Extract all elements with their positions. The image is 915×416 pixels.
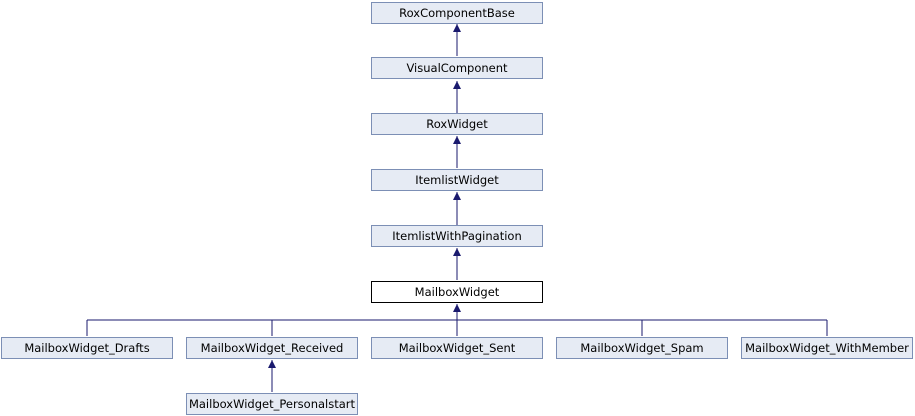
node-roxwidget[interactable]: RoxWidget [371,113,543,135]
node-mailboxwidget-sent[interactable]: MailboxWidget_Sent [371,337,543,359]
node-mailboxwidget-drafts[interactable]: MailboxWidget_Drafts [1,337,173,359]
node-mailboxwidget-personalstart[interactable]: MailboxWidget_Personalstart [186,393,358,415]
node-mailboxwidget-received[interactable]: MailboxWidget_Received [186,337,358,359]
node-mailboxwidget-spam[interactable]: MailboxWidget_Spam [556,337,728,359]
node-mailboxwidget-current: MailboxWidget [371,281,543,303]
node-mailboxwidget-withmember[interactable]: MailboxWidget_WithMember [741,337,913,359]
node-roxcomponentbase[interactable]: RoxComponentBase [371,2,543,24]
node-itemlistwithpagination[interactable]: ItemlistWithPagination [371,225,543,247]
node-itemlistwidget[interactable]: ItemlistWidget [371,169,543,191]
node-visualcomponent[interactable]: VisualComponent [371,57,543,79]
